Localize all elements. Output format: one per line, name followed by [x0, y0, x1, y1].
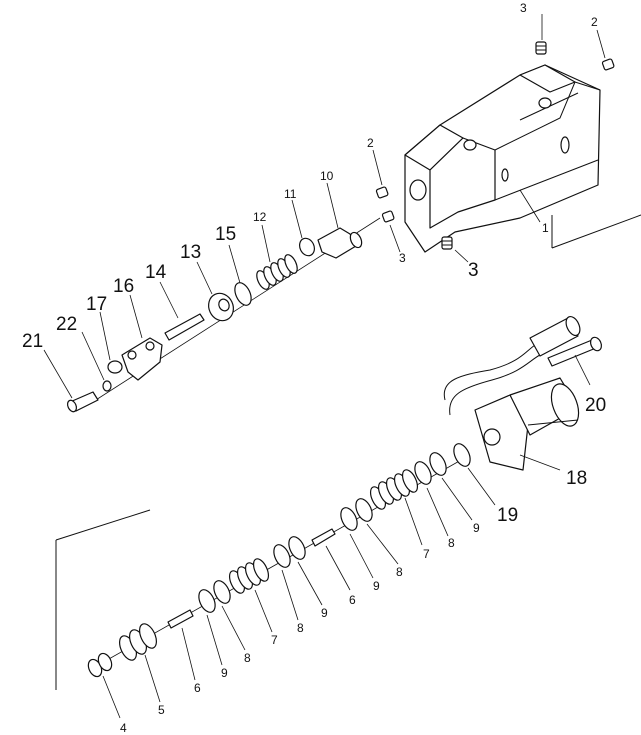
- solenoid-flange-18: [474, 394, 529, 471]
- o-ring-15: [234, 282, 252, 306]
- callout-9-b: 9: [373, 579, 380, 593]
- callout-6-b: 6: [194, 681, 201, 695]
- callout-labels: 1 2 2 3 3 3 10 11 12 15 13 14 16 17 22 2…: [22, 1, 606, 735]
- callout-4: 4: [120, 721, 127, 735]
- plug-2-top: [601, 58, 615, 71]
- callout-6-a: 6: [349, 593, 356, 607]
- spool-7-middle: [228, 558, 270, 594]
- spool-10: [317, 227, 357, 259]
- callout-16: 16: [113, 276, 134, 297]
- screw-14: [164, 313, 205, 341]
- valve-body: [404, 64, 641, 253]
- callout-8-a: 8: [448, 536, 455, 550]
- callout-10: 10: [320, 169, 334, 183]
- ring-11: [299, 237, 315, 257]
- explosion-axes: [87, 217, 471, 665]
- callout-5: 5: [158, 703, 165, 717]
- callout-8-d: 8: [244, 651, 251, 665]
- callout-3-top: 3: [520, 1, 527, 15]
- callout-20: 20: [585, 395, 606, 416]
- callout-22: 22: [56, 314, 77, 335]
- connector: [529, 317, 579, 357]
- washer-22: [102, 380, 112, 392]
- plug-3-left: [381, 210, 395, 223]
- leader-lines: [43, 14, 606, 719]
- callout-3-left: 3: [399, 251, 406, 265]
- pin-6-lower: [167, 609, 194, 629]
- spring-12: [256, 254, 298, 290]
- body-5: [119, 623, 157, 661]
- callout-18: 18: [566, 468, 587, 489]
- callout-9-d: 9: [221, 666, 228, 680]
- solenoid-assembly: [443, 315, 603, 471]
- callout-7-a: 7: [423, 547, 430, 561]
- callout-13: 13: [180, 242, 201, 263]
- pin-6-upper: [311, 528, 336, 547]
- plug-2-left: [375, 186, 389, 199]
- callout-1: 1: [542, 221, 549, 235]
- callout-21: 21: [22, 331, 43, 352]
- plate-16: [121, 337, 163, 381]
- callout-9-a: 9: [473, 521, 480, 535]
- o-ring-19: [453, 443, 471, 467]
- callout-8-c: 8: [297, 621, 304, 635]
- upper-parts: [66, 227, 363, 413]
- callout-15: 15: [215, 224, 236, 245]
- callout-19: 19: [497, 505, 518, 526]
- cap-4: [87, 652, 113, 678]
- callout-2-left: 2: [367, 136, 374, 150]
- callout-3-large: 3: [468, 260, 479, 281]
- callout-17: 17: [86, 294, 107, 315]
- plugs: [375, 41, 615, 250]
- callout-11: 11: [284, 187, 297, 201]
- spool-7-upper: [369, 469, 419, 510]
- callout-7-b: 7: [271, 633, 278, 647]
- callout-8-b: 8: [396, 565, 403, 579]
- lower-parts: [55, 452, 447, 690]
- plug-3-bottom: [441, 236, 453, 250]
- plug-3-top: [535, 41, 547, 55]
- callout-2-top: 2: [591, 15, 598, 29]
- callout-14: 14: [145, 262, 167, 283]
- nut-17: [107, 360, 123, 374]
- callout-9-c: 9: [321, 606, 328, 620]
- callout-12: 12: [253, 210, 267, 224]
